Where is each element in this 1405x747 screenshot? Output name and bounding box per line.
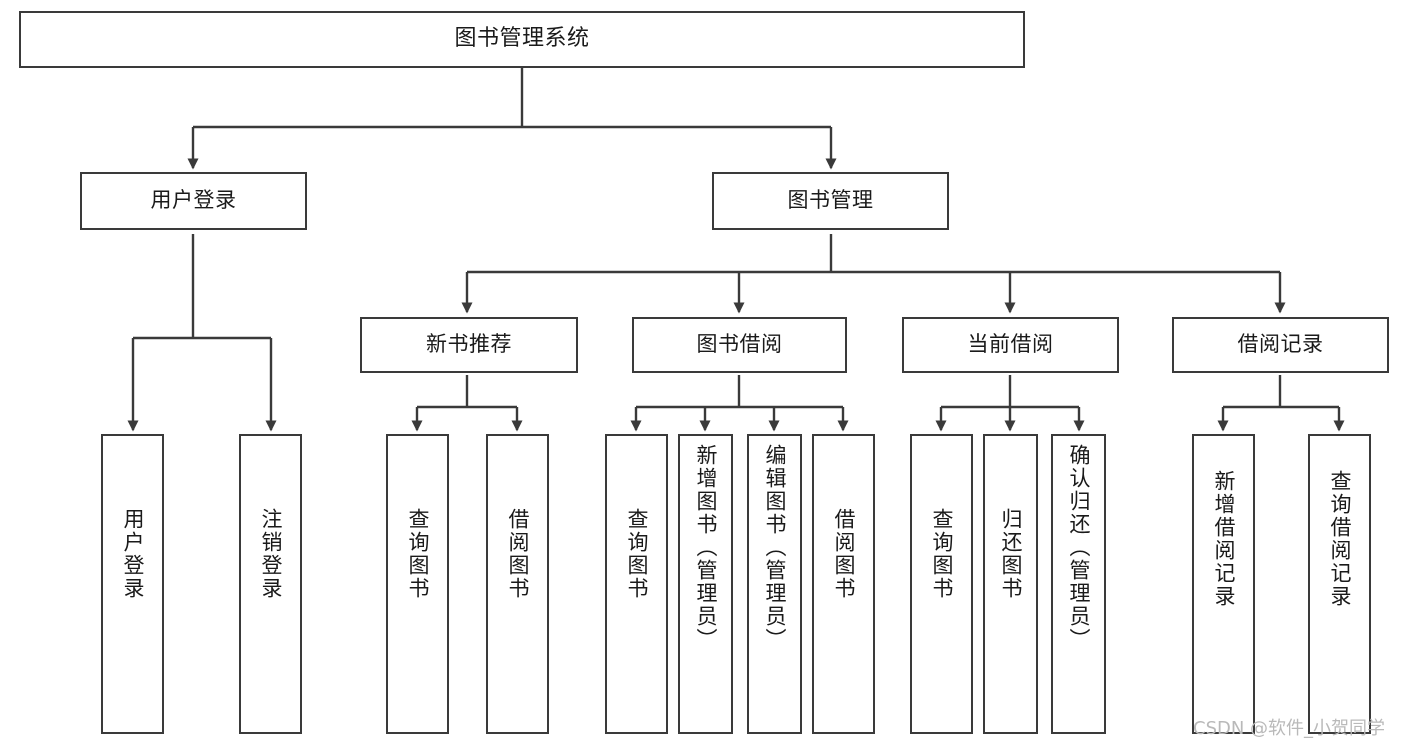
node-user-login-label: 用户登录 <box>150 188 237 213</box>
node-leaf-query-book-1-label: 查询图书 <box>406 508 430 600</box>
node-root-label: 图书管理系统 <box>454 26 590 52</box>
node-new-book-rec[interactable]: 新书推荐 <box>360 317 578 373</box>
node-current-borrow-label: 当前借阅 <box>967 332 1054 357</box>
node-borrow-record[interactable]: 借阅记录 <box>1172 317 1389 373</box>
node-leaf-confirm-return[interactable]: 确认归还（管理员） <box>1051 434 1106 734</box>
node-leaf-query-book-2-label: 查询图书 <box>625 508 649 600</box>
node-leaf-logout-label: 注销登录 <box>259 508 283 600</box>
node-book-borrow-label: 图书借阅 <box>696 332 783 357</box>
node-leaf-add-record[interactable]: 新增借阅记录 <box>1192 434 1255 734</box>
node-leaf-query-book-3[interactable]: 查询图书 <box>910 434 973 734</box>
node-leaf-borrow-book-2[interactable]: 借阅图书 <box>812 434 875 734</box>
node-user-login[interactable]: 用户登录 <box>80 172 307 230</box>
node-leaf-borrow-book-2-label: 借阅图书 <box>832 508 856 600</box>
node-leaf-add-book[interactable]: 新增图书（管理员） <box>678 434 733 734</box>
node-leaf-query-book-2[interactable]: 查询图书 <box>605 434 668 734</box>
node-leaf-user-login[interactable]: 用户登录 <box>101 434 164 734</box>
node-leaf-logout[interactable]: 注销登录 <box>239 434 302 734</box>
node-leaf-query-book-3-label: 查询图书 <box>930 508 954 600</box>
node-new-book-rec-label: 新书推荐 <box>426 332 512 357</box>
csdn-watermark: CSDN @软件_小贺同学 <box>1193 718 1386 739</box>
node-leaf-return-book[interactable]: 归还图书 <box>983 434 1038 734</box>
node-leaf-borrow-book-1[interactable]: 借阅图书 <box>486 434 549 734</box>
node-book-manage-label: 图书管理 <box>787 188 874 213</box>
node-leaf-edit-book-label: 编辑图书（管理员） <box>763 444 787 651</box>
node-book-manage[interactable]: 图书管理 <box>712 172 949 230</box>
node-borrow-record-label: 借阅记录 <box>1237 332 1324 357</box>
node-leaf-user-login-label: 用户登录 <box>121 508 145 600</box>
node-root[interactable]: 图书管理系统 <box>19 11 1025 68</box>
node-leaf-query-record-label: 查询借阅记录 <box>1328 470 1352 608</box>
node-leaf-return-book-label: 归还图书 <box>999 508 1023 600</box>
node-leaf-query-record[interactable]: 查询借阅记录 <box>1308 434 1371 734</box>
node-leaf-edit-book[interactable]: 编辑图书（管理员） <box>747 434 802 734</box>
node-leaf-borrow-book-1-label: 借阅图书 <box>506 508 530 600</box>
node-leaf-add-book-label: 新增图书（管理员） <box>694 444 718 651</box>
node-leaf-confirm-return-label: 确认归还（管理员） <box>1067 444 1091 651</box>
node-book-borrow[interactable]: 图书借阅 <box>632 317 847 373</box>
node-current-borrow[interactable]: 当前借阅 <box>902 317 1119 373</box>
node-leaf-query-book-1[interactable]: 查询图书 <box>386 434 449 734</box>
node-leaf-add-record-label: 新增借阅记录 <box>1212 470 1236 608</box>
